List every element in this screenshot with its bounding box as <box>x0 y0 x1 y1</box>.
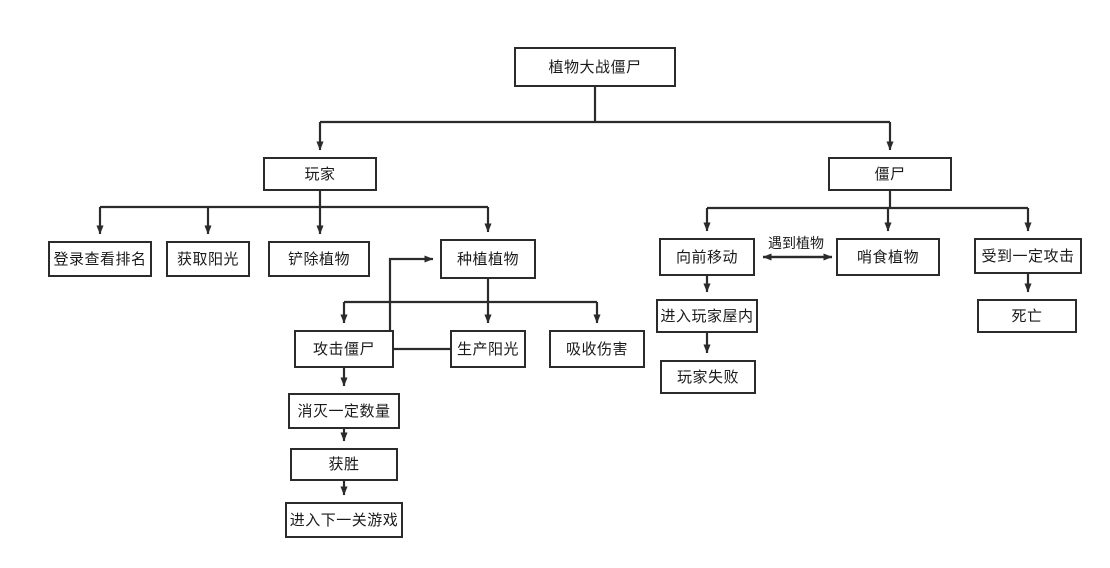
node-collect-sunlight[interactable]: 获取阳光 <box>166 241 250 277</box>
node-victory[interactable]: 获胜 <box>290 448 398 481</box>
node-enter-player-house[interactable]: 进入玩家屋内 <box>656 299 758 333</box>
node-eat-plant[interactable]: 哨食植物 <box>836 238 940 276</box>
node-move-forward[interactable]: 向前移动 <box>659 238 755 276</box>
node-remove-plant[interactable]: 铲除植物 <box>268 241 370 277</box>
node-eliminate-quota[interactable]: 消灭一定数量 <box>288 393 400 429</box>
node-attack-zombie[interactable]: 攻击僵尸 <box>294 330 394 368</box>
node-root[interactable]: 植物大战僵尸 <box>514 47 676 87</box>
node-absorb-damage[interactable]: 吸收伤害 <box>549 330 645 368</box>
node-take-damage[interactable]: 受到一定攻击 <box>974 238 1082 274</box>
node-produce-sunlight[interactable]: 生产阳光 <box>450 330 526 368</box>
node-plant-plants[interactable]: 种植植物 <box>440 239 536 279</box>
node-zombie[interactable]: 僵尸 <box>828 157 952 191</box>
node-death[interactable]: 死亡 <box>977 299 1077 333</box>
node-player-defeated[interactable]: 玩家失败 <box>660 360 756 394</box>
node-login-view-ranking[interactable]: 登录查看排名 <box>48 241 152 277</box>
edge-label-meet-plant: 遇到植物 <box>766 236 826 252</box>
node-player[interactable]: 玩家 <box>263 157 377 191</box>
node-next-level[interactable]: 进入下一关游戏 <box>285 502 403 538</box>
